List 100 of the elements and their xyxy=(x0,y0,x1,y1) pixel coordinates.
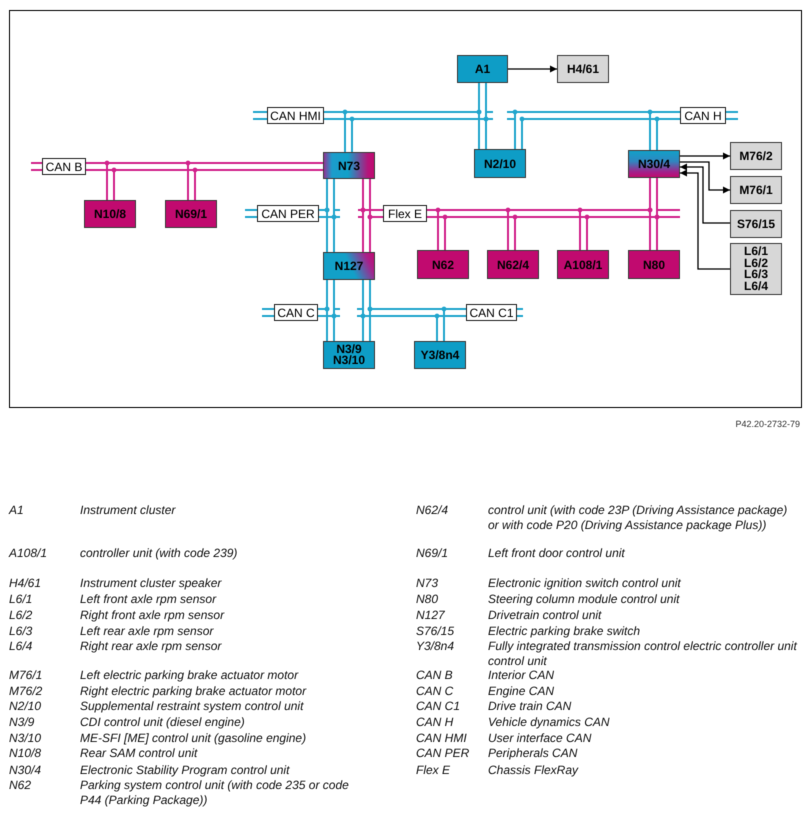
component-box xyxy=(323,252,375,280)
figure-number: P42.20-2732-79 xyxy=(734,418,800,430)
legend-code: S76/15 xyxy=(416,624,456,638)
legend-code: N62 xyxy=(9,778,32,792)
legend-code: N10/8 xyxy=(9,746,42,760)
component-code: M76/2 xyxy=(739,149,773,163)
legend-description: Right electric parking brake actuator motor xyxy=(80,684,308,698)
arrow xyxy=(508,66,557,72)
component-box xyxy=(730,176,782,204)
component-code: N3/9 N3/10 xyxy=(332,344,365,366)
legend-description: Fully integrated transmission control electric controller unit control unit xyxy=(488,639,798,668)
component-code: N10/8 xyxy=(94,207,126,221)
bus-label-box xyxy=(42,158,86,175)
bus-name: CAN HMI xyxy=(270,108,321,122)
component-box xyxy=(557,250,609,279)
component-code: A1 xyxy=(474,62,490,76)
component-box xyxy=(730,243,782,295)
legend-description: Interior CAN xyxy=(488,668,556,682)
component-code: H4/61 xyxy=(566,62,600,76)
bus-label-box xyxy=(680,107,726,124)
legend-description: controller unit (with code 239) xyxy=(80,546,238,560)
legend-code: CAN C xyxy=(416,684,454,698)
legend-code: L6/3 xyxy=(9,624,34,638)
legend-description: Steering column module control unit xyxy=(488,592,681,606)
legend-code: N2/10 xyxy=(9,699,42,714)
component-box xyxy=(557,55,609,83)
legend-code: M76/2 xyxy=(9,684,44,698)
component-box xyxy=(323,341,375,369)
legend-description: Rear SAM control unit xyxy=(80,746,199,760)
legend-code: N30/4 xyxy=(9,763,42,778)
component-box xyxy=(628,150,680,178)
legend-code: N73 xyxy=(416,576,440,590)
legend-description: Vehicle dynamics CAN xyxy=(488,715,611,730)
arrow xyxy=(680,152,730,160)
bus-label-box xyxy=(267,107,324,124)
component-box xyxy=(474,149,526,178)
bus-label-box xyxy=(274,304,318,321)
bus-label-box xyxy=(257,205,319,222)
legend-code: M76/1 xyxy=(9,668,44,682)
component-code: M76/1 xyxy=(739,183,773,197)
legend-description: Drive train CAN xyxy=(488,699,572,714)
component-code: N69/1 xyxy=(174,207,208,221)
component-code: A108/1 xyxy=(564,258,602,272)
arrow xyxy=(680,161,730,194)
legend-description: ME-SFI [ME] control unit (gasoline engine) xyxy=(80,731,308,746)
bus-name: Flex E xyxy=(388,206,422,220)
component-code: N30/4 xyxy=(638,157,670,171)
bus-line xyxy=(316,306,336,342)
bus-line xyxy=(434,306,468,342)
component-code: N127 xyxy=(334,259,364,273)
bus-name: CAN B xyxy=(46,160,82,174)
legend-description: User interface CAN xyxy=(488,731,592,746)
bus-name: CAN C1 xyxy=(469,306,514,320)
legend-code: CAN B xyxy=(416,668,454,682)
legend-code: N69/1 xyxy=(416,546,450,560)
component-box xyxy=(417,250,469,279)
legend-code: A108/1 xyxy=(9,546,48,560)
legend-code: N127 xyxy=(416,608,446,622)
component-box xyxy=(457,55,508,83)
bus-line xyxy=(322,110,488,150)
bus-name: CAN H xyxy=(684,108,722,122)
component-box xyxy=(165,200,217,228)
legend-description: Drivetrain control unit xyxy=(488,608,603,622)
legend-code: CAN HMI xyxy=(416,731,468,746)
legend-description: Left electric parking brake actuator motor xyxy=(80,668,300,682)
legend-code: Y3/8n4 xyxy=(416,639,456,654)
legend-description: Right rear axle rpm sensor xyxy=(80,639,223,654)
legend-description: Instrument cluster speaker xyxy=(80,576,223,590)
legend-description: Left front axle rpm sensor xyxy=(80,592,218,606)
component-box xyxy=(487,250,539,279)
component-code: S76/15 xyxy=(736,217,776,231)
bus-line xyxy=(360,208,386,253)
legend-description: Right front axle rpm sensor xyxy=(80,608,226,622)
legend-description: Chassis FlexRay xyxy=(488,763,580,778)
legend-code: L6/2 xyxy=(9,608,34,622)
bus-label-box xyxy=(466,304,517,321)
legend-description: CDI control unit (diesel engine) xyxy=(80,715,246,730)
component-code: L6/1 L6/2 L6/3 L6/4 xyxy=(744,246,768,292)
component-box xyxy=(628,250,680,279)
legend-description: Electronic Stability Program control unit xyxy=(80,763,291,778)
component-code: N62 xyxy=(432,258,454,272)
legend-code: A1 xyxy=(9,503,25,518)
component-box xyxy=(414,341,466,369)
legend-code: N3/10 xyxy=(9,731,42,746)
legend-description: Left front door control unit xyxy=(488,546,626,560)
component-code: N2/10 xyxy=(484,156,516,170)
legend-code: Flex E xyxy=(416,763,452,778)
legend-code: CAN H xyxy=(416,715,454,730)
bus-name: CAN C xyxy=(277,306,315,320)
component-box xyxy=(323,152,375,179)
component-box xyxy=(730,142,782,170)
legend-code: H4/61 xyxy=(9,576,42,590)
legend-description: Supplemental restraint system control unit xyxy=(80,699,305,714)
arrow xyxy=(680,170,730,270)
legend-description: Electronic ignition switch control unit xyxy=(488,576,682,590)
legend-code: N3/9 xyxy=(9,715,36,730)
legend-description: Left rear axle rpm sensor xyxy=(80,624,215,638)
legend-code: L6/4 xyxy=(9,639,34,654)
bus-name: CAN PER xyxy=(261,206,315,220)
component-box xyxy=(730,210,782,238)
